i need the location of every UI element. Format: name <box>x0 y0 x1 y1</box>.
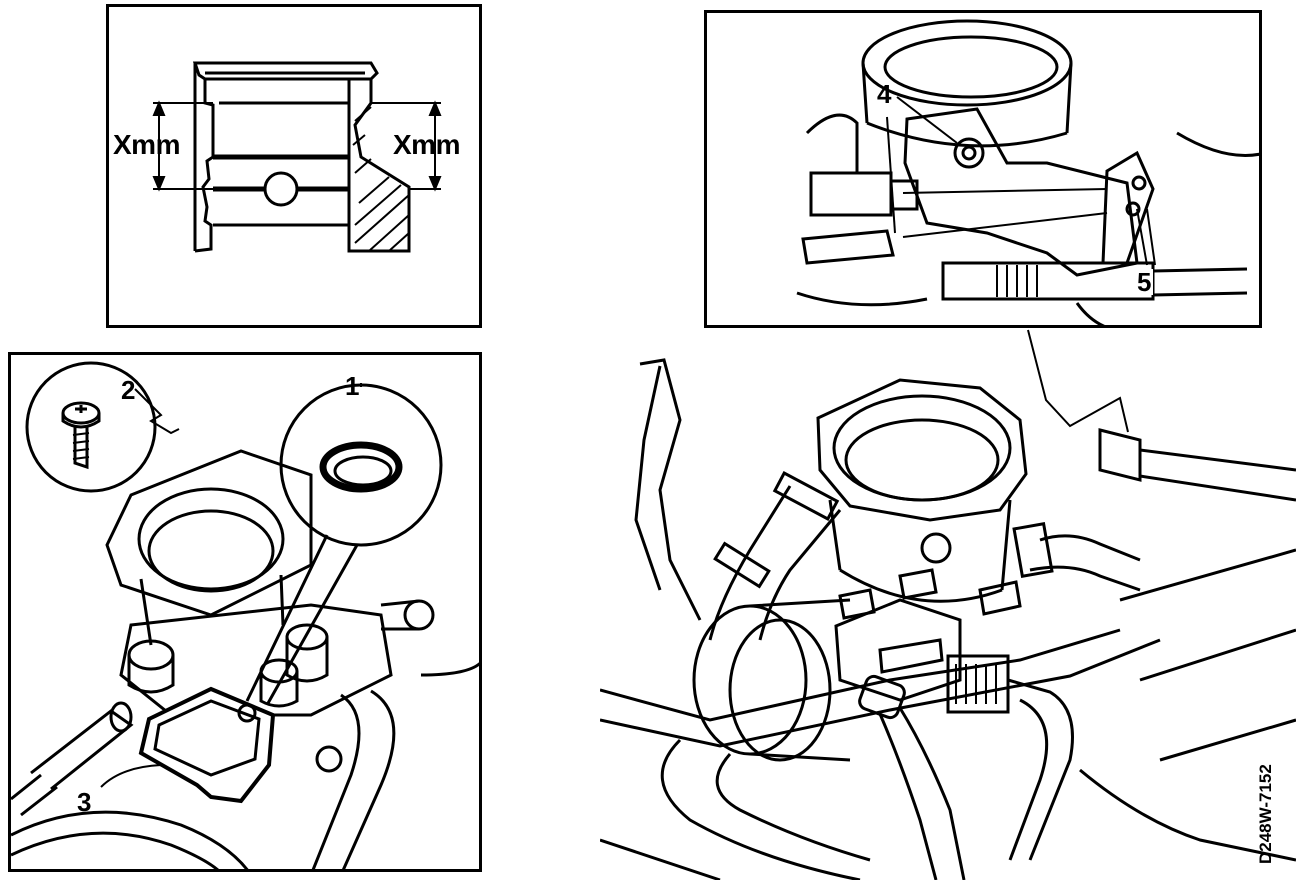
callout-5: 5 <box>1135 267 1154 297</box>
callout-3: 3 <box>77 787 92 817</box>
linkage-detail-drawing <box>796 19 1259 325</box>
dimension-label-left: Xmm <box>113 129 180 160</box>
callout-1: 1 <box>345 371 360 401</box>
bore-section-panel: Xmm Xmm <box>106 4 482 328</box>
throttle-sensor-panel: 1 2 3 <box>8 352 482 872</box>
throttle-sensor-drawing <box>11 361 479 869</box>
linkage-detail-panel: 4 5 <box>704 10 1262 328</box>
callout-4: 4 <box>877 79 892 109</box>
throttle-body-main-view <box>600 329 1296 880</box>
callout-2: 2 <box>121 375 136 405</box>
figure-code: D248W-7152 <box>1256 764 1275 864</box>
bore-section-drawing <box>152 61 442 253</box>
dimension-label-right: Xmm <box>393 129 460 160</box>
